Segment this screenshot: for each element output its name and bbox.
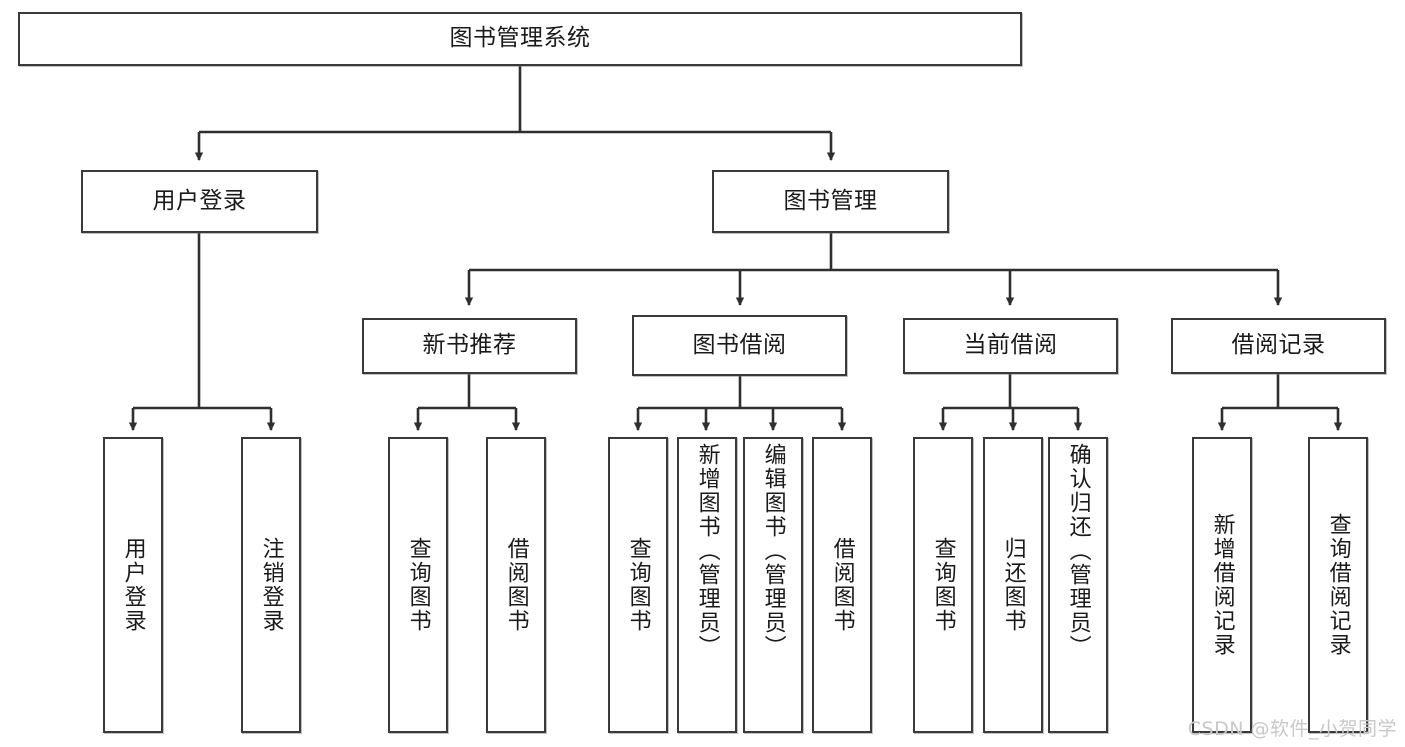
node-label: 图书管理系统 xyxy=(449,25,591,52)
leaf-edit-book[interactable]: 编辑图书（管理员） xyxy=(743,437,803,733)
node-label: 查询借阅记录 xyxy=(1325,513,1351,657)
csdn-watermark: CSDN @软件_小贺同学 xyxy=(1187,718,1397,740)
node-label: 新书推荐 xyxy=(422,332,517,359)
node-borrow-record[interactable]: 借阅记录 xyxy=(1171,318,1386,374)
leaf-add-book[interactable]: 新增图书（管理员） xyxy=(677,437,737,733)
leaf-query-book-1[interactable]: 查询图书 xyxy=(388,437,448,733)
node-label: 查询图书 xyxy=(625,537,651,633)
node-label: 借阅记录 xyxy=(1231,332,1326,359)
node-label: 借阅图书 xyxy=(829,537,855,633)
node-label: 归还图书 xyxy=(1000,537,1026,633)
node-label: 用户登录 xyxy=(120,537,146,633)
node-label: 当前借阅 xyxy=(963,332,1058,359)
node-label: 借阅图书 xyxy=(503,537,529,633)
node-book-borrow[interactable]: 图书借阅 xyxy=(632,315,847,376)
node-label: 查询图书 xyxy=(930,537,956,633)
node-label: 新增借阅记录 xyxy=(1209,513,1235,657)
node-label: 编辑图书（管理员） xyxy=(760,443,786,659)
node-label: 用户登录 xyxy=(152,187,247,214)
leaf-query-book-3[interactable]: 查询图书 xyxy=(913,437,973,733)
leaf-query-borrow-record[interactable]: 查询借阅记录 xyxy=(1308,437,1368,733)
leaf-query-book-2[interactable]: 查询图书 xyxy=(608,437,668,733)
leaf-borrow-book-2[interactable]: 借阅图书 xyxy=(812,437,872,733)
node-label: 查询图书 xyxy=(405,537,431,633)
leaf-logout[interactable]: 注销登录 xyxy=(241,437,301,733)
leaf-return-book[interactable]: 归还图书 xyxy=(983,437,1043,733)
leaf-add-borrow-record[interactable]: 新增借阅记录 xyxy=(1192,437,1252,733)
node-label: 图书管理 xyxy=(783,187,878,214)
node-label: 注销登录 xyxy=(258,537,284,633)
node-current-borrow[interactable]: 当前借阅 xyxy=(903,318,1118,374)
node-label: 图书借阅 xyxy=(692,331,787,358)
node-root-system[interactable]: 图书管理系统 xyxy=(18,12,1022,66)
node-user-login[interactable]: 用户登录 xyxy=(81,170,318,233)
node-label: 新增图书（管理员） xyxy=(694,443,720,659)
node-book-manage[interactable]: 图书管理 xyxy=(712,170,949,233)
leaf-confirm-return[interactable]: 确认归还（管理员） xyxy=(1048,437,1108,733)
leaf-borrow-book-1[interactable]: 借阅图书 xyxy=(486,437,546,733)
node-label: 确认归还（管理员） xyxy=(1065,443,1091,659)
node-new-book-recommendation[interactable]: 新书推荐 xyxy=(362,318,577,374)
leaf-user-login[interactable]: 用户登录 xyxy=(103,437,163,733)
